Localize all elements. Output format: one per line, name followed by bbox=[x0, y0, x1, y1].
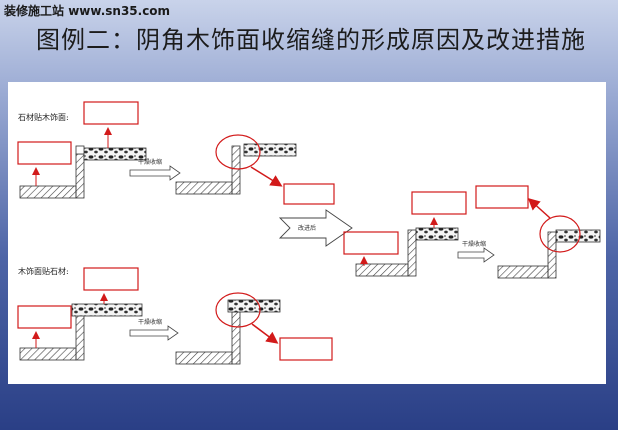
slide-title: 图例二：阴角木饰面收缩缝的形成原因及改进措施 bbox=[36, 26, 586, 54]
row1-before-diagram bbox=[19, 145, 147, 199]
drying-label-3: 干燥收缩 bbox=[462, 240, 486, 248]
row2-gap-arrow bbox=[251, 323, 279, 344]
drying-arrow-2: 干燥收缩 bbox=[129, 318, 179, 341]
watermark-url: www.sn35.com bbox=[68, 4, 171, 18]
row1-gap-arrow bbox=[250, 166, 283, 187]
improved-callout-box-3 bbox=[475, 185, 529, 209]
row1-callout-box-2 bbox=[83, 101, 139, 125]
drying-arrow-1: 干燥收缩 bbox=[129, 158, 181, 181]
improved-highlight-arrow bbox=[527, 197, 551, 219]
improved-callout-box-1 bbox=[343, 231, 399, 255]
row1-label: 石材贴木饰面: bbox=[18, 112, 69, 122]
improved-diagram-2 bbox=[497, 229, 601, 279]
improved-diagram-1 bbox=[355, 227, 459, 277]
watermark-site-name: 装修施工站 bbox=[4, 4, 65, 18]
drying-arrow-3: 干燥收缩 bbox=[457, 240, 495, 263]
row1-callout-box-1 bbox=[17, 141, 72, 165]
drying-label-2: 干燥收缩 bbox=[138, 318, 162, 326]
row2-gap-highlight-circle bbox=[215, 292, 261, 328]
row2-after-diagram bbox=[175, 299, 281, 365]
row2-label: 木饰面贴石材: bbox=[18, 266, 69, 276]
diagram-panel: 石材贴木饰面: 木饰面贴石材: 干燥收缩 改进后 bbox=[8, 82, 606, 384]
improved-highlight-circle bbox=[539, 215, 581, 253]
row2-before-diagram bbox=[19, 303, 143, 361]
row1-gap-highlight-circle bbox=[215, 134, 261, 170]
improvement-label: 改进后 bbox=[298, 224, 316, 232]
improved-callout-box-2 bbox=[411, 191, 467, 215]
improvement-arrow: 改进后 bbox=[278, 209, 353, 247]
row2-callout-box-1 bbox=[17, 305, 72, 329]
row2-callout-box-2 bbox=[83, 267, 139, 291]
row1-gap-callout-box bbox=[283, 183, 335, 205]
row2-gap-callout-box bbox=[279, 337, 333, 361]
watermark: 装修施工站 www.sn35.com bbox=[4, 2, 170, 19]
diagram-canvas: 石材贴木饰面: 木饰面贴石材: 干燥收缩 改进后 bbox=[17, 101, 601, 365]
row1-after-diagram bbox=[175, 143, 297, 195]
drying-label-1: 干燥收缩 bbox=[138, 158, 162, 166]
